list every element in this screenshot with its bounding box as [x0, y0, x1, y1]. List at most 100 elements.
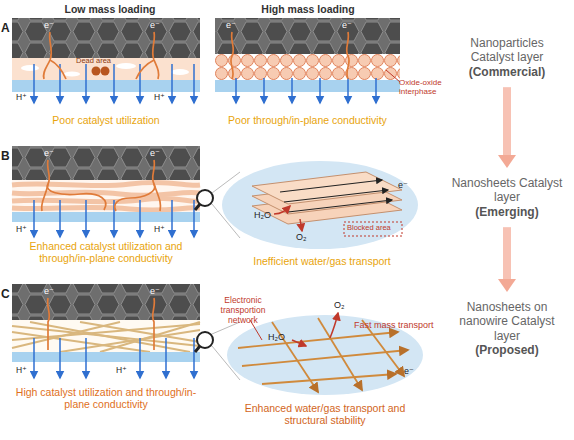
proton-arrows: [34, 64, 194, 103]
figure-label: Low mass loading: [30, 3, 190, 15]
nanosheet: [12, 192, 200, 195]
electron-paths: [44, 32, 159, 79]
figure-label: H⁺: [154, 225, 165, 235]
figure-label: A: [1, 22, 10, 36]
proton-arrow: [139, 200, 141, 237]
figure-label: e⁻: [226, 20, 236, 30]
flow-arrow: [498, 87, 516, 168]
pore: [116, 63, 136, 69]
electron-path: [44, 32, 52, 79]
figure-label: e⁻: [44, 148, 54, 158]
arrow-head: [498, 279, 516, 292]
proton-arrows: [34, 338, 194, 378]
dead-particle: [101, 67, 110, 76]
proton-arrow: [263, 78, 265, 103]
nanosheet: [252, 172, 402, 204]
zoom-b: [195, 161, 418, 249]
figure-label: Poor through/in-plane conductivity: [215, 114, 400, 126]
figure-label: H₂O: [254, 210, 271, 220]
proton-arrow: [33, 200, 35, 237]
zoom-ellipse: [222, 161, 418, 249]
stage-node: Nanosheets Catalyst layer(Emerging): [448, 176, 566, 219]
electron-paths: [231, 32, 349, 79]
porous-transport-layer: [12, 146, 200, 180]
proton-arrow: [59, 200, 61, 237]
stage-status: (Proposed): [448, 343, 566, 357]
electron-path: [50, 60, 66, 79]
nanowires: [12, 322, 200, 352]
electron-path: [48, 298, 50, 350]
electron-path: [153, 298, 155, 350]
panel-a-high: [215, 18, 400, 103]
proton-arrow: [113, 64, 115, 103]
catalyst-layer: [12, 320, 200, 352]
figure-label: O₂: [296, 232, 307, 242]
arrow-shaft: [503, 227, 511, 281]
proton-arrow: [319, 78, 321, 103]
electron-path: [231, 32, 234, 79]
figure-label: e⁻: [150, 286, 160, 296]
figure-label: H⁺: [16, 93, 27, 103]
arrow-head: [498, 155, 516, 168]
figure-label: Fast mass transport: [354, 320, 434, 330]
figure-label: Dead area: [76, 57, 111, 66]
membrane: [12, 352, 200, 362]
stage-node: Nanoparticles Catalyst layer(Commercial): [448, 36, 566, 79]
proton-arrow: [85, 338, 87, 378]
panel-b-left: [12, 146, 200, 237]
proton-arrow: [33, 64, 35, 103]
flow-arrow: [284, 190, 388, 202]
figure-label: H⁺: [16, 225, 27, 235]
figure-label: Blocked area: [347, 224, 391, 233]
leader-line: [386, 70, 400, 82]
porous-transport-layer: [12, 18, 200, 58]
electron-path: [154, 184, 161, 211]
figure-label: e⁻: [150, 20, 160, 30]
oxygen-arrow: [330, 313, 338, 338]
figure-label: Poor catalyst utilization: [12, 114, 200, 126]
arrow-shaft: [503, 87, 511, 157]
stage-node: Nanosheets on nanowire Catalyst layer(Pr…: [448, 300, 566, 358]
electron-path: [136, 60, 154, 79]
figure-label: C: [1, 288, 10, 302]
figure-label: H⁺: [116, 366, 127, 376]
stage-name: Nanosheets Catalyst layer: [448, 176, 566, 205]
figure-label: High catalyst utilization and through/in…: [12, 386, 200, 410]
proton-arrow: [193, 200, 195, 237]
figure-label: Electronic transportion network: [206, 296, 280, 325]
electron-flow: [280, 180, 392, 212]
oxygen-arrow: [300, 219, 302, 231]
nanowire: [12, 332, 150, 352]
porous-transport-layer: [215, 18, 400, 54]
figure-label: B: [1, 150, 10, 164]
magnifier-handle: [195, 346, 200, 352]
proton-arrows: [236, 78, 376, 103]
figure-label: e⁻: [150, 148, 160, 158]
pore: [21, 65, 39, 71]
proton-arrow: [235, 78, 237, 103]
network-wire: [242, 350, 408, 366]
electron-path: [115, 160, 155, 211]
water-arrow: [292, 340, 306, 346]
proton-arrow: [139, 338, 141, 378]
figure-label: H₂O: [268, 332, 285, 342]
figure-label: H⁺: [154, 93, 165, 103]
membrane: [215, 80, 400, 92]
proton-arrow: [291, 78, 293, 103]
water-arrow: [274, 206, 290, 214]
proton-arrow: [171, 64, 173, 103]
magnifier-handle: [195, 204, 200, 210]
figure-label: H⁺: [16, 366, 27, 376]
nanoparticle-layer: [215, 54, 400, 80]
stage-name: Nanoparticles Catalyst layer: [448, 36, 566, 65]
figure-label: High mass loading: [228, 3, 388, 15]
figure-label: Enhanced water/gas transport and structu…: [225, 402, 425, 426]
electron-path: [42, 184, 48, 211]
panel-c-left: [12, 284, 200, 378]
proton-arrow: [375, 78, 377, 103]
stage-name: Nanosheets on nanowire Catalyst layer: [448, 300, 566, 343]
proton-arrow: [85, 200, 87, 237]
flow-arrow: [498, 227, 516, 292]
electron-paths: [42, 160, 161, 211]
